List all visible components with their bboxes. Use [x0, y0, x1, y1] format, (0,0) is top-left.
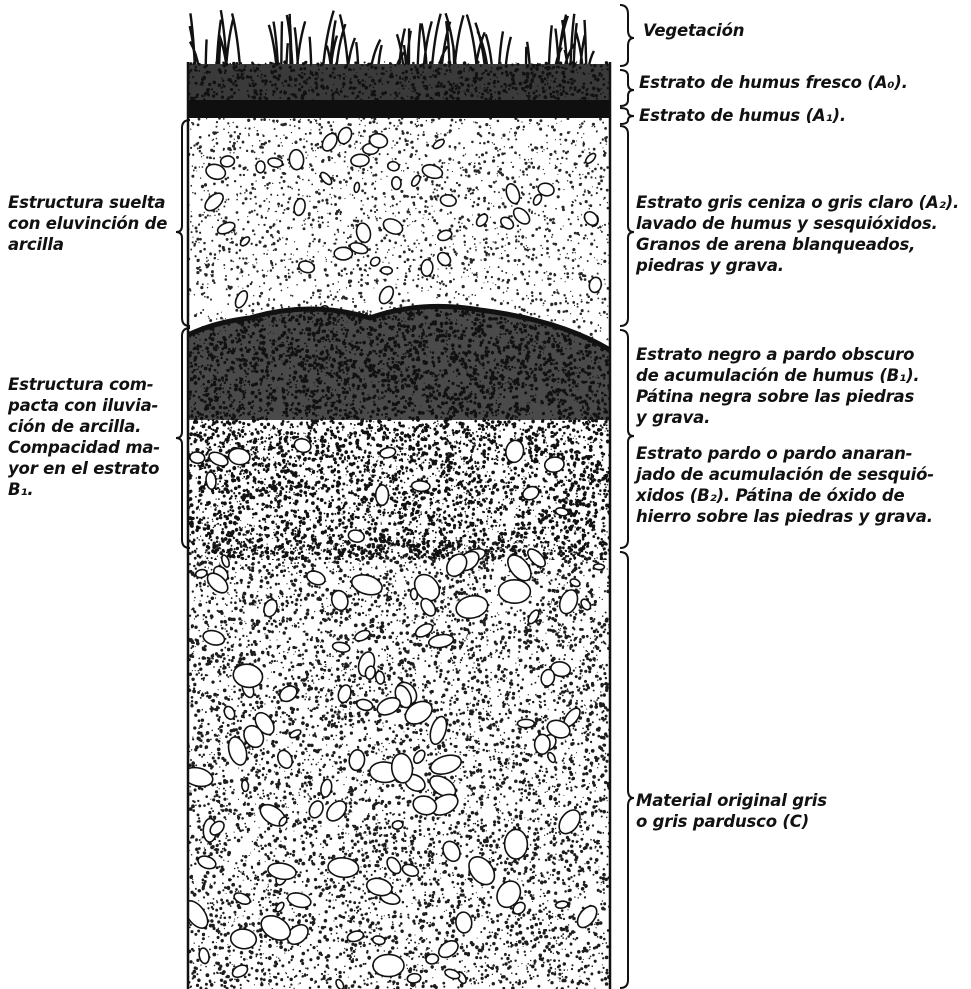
- label-loose-structure: Estructura suelta con eluvinción de arci…: [8, 192, 167, 255]
- label-line: Estructura suelta: [8, 192, 167, 213]
- label-line: Compacidad ma-: [8, 437, 160, 458]
- label-b2: Estrato pardo o pardo anaran- jado de ac…: [636, 443, 934, 527]
- label-line: pacta con iluvia-: [8, 395, 160, 416]
- label-line: Material original gris: [636, 790, 827, 811]
- label-a2: Estrato gris ceniza o gris claro (A₂). l…: [636, 192, 959, 276]
- label-line: arcilla: [8, 234, 167, 255]
- label-line: Estrato negro a pardo obscuro: [636, 344, 920, 365]
- brace-b: [620, 330, 634, 548]
- label-line: Estrato pardo o pardo anaran-: [636, 443, 934, 464]
- fresh-humus-layer: [187, 60, 610, 101]
- label-c: Material original gris o gris pardusco (…: [636, 790, 827, 832]
- label-line: xidos (B₂). Pátina de óxido de: [636, 485, 934, 506]
- label-line: Estrato de humus fresco (A₀).: [639, 72, 908, 93]
- brace-c: [620, 552, 634, 988]
- label-line: Granos de arena blanqueados,: [636, 234, 959, 255]
- label-b1: Estrato negro a pardo obscuro de acumula…: [636, 344, 920, 428]
- label-line: yor en el estrato: [8, 458, 160, 479]
- vegetation-layer: [190, 10, 594, 70]
- brace-fresh-humus: [620, 70, 634, 106]
- label-line: Vegetación: [643, 20, 744, 41]
- label-line: piedras y grava.: [636, 255, 959, 276]
- label-line: Estrato de humus (A₁).: [639, 105, 846, 126]
- label-line: ción de arcilla.: [8, 416, 160, 437]
- label-line: Estructura com-: [8, 374, 160, 395]
- b1-b2-layer: [186, 298, 611, 561]
- label-line: lavado de humus y sesquióxidos.: [636, 213, 959, 234]
- label-line: y grava.: [636, 407, 920, 428]
- label-vegetation: Vegetación: [643, 20, 744, 41]
- brace-a2: [620, 126, 634, 326]
- brace-humus: [620, 108, 634, 124]
- label-line: con eluvinción de: [8, 213, 167, 234]
- label-compact-structure: Estructura com- pacta con iluvia- ción d…: [8, 374, 160, 500]
- brace-vegetation: [620, 5, 634, 66]
- label-fresh-humus: Estrato de humus fresco (A₀).: [639, 72, 908, 93]
- humus-layer: [188, 100, 610, 118]
- label-line: jado de acumulación de sesquió-: [636, 464, 934, 485]
- label-line: de acumulación de humus (B₁).: [636, 365, 920, 386]
- soil-column: [180, 10, 612, 989]
- label-humus: Estrato de humus (A₁).: [639, 105, 846, 126]
- c-layer: [180, 538, 611, 989]
- label-line: Pátina negra sobre las piedras: [636, 386, 920, 407]
- right-braces: [620, 5, 634, 988]
- label-line: B₁.: [8, 479, 160, 500]
- label-line: hierro sobre las piedras y grava.: [636, 506, 934, 527]
- label-line: Estrato gris ceniza o gris claro (A₂).: [636, 192, 959, 213]
- label-line: o gris pardusco (C): [636, 811, 827, 832]
